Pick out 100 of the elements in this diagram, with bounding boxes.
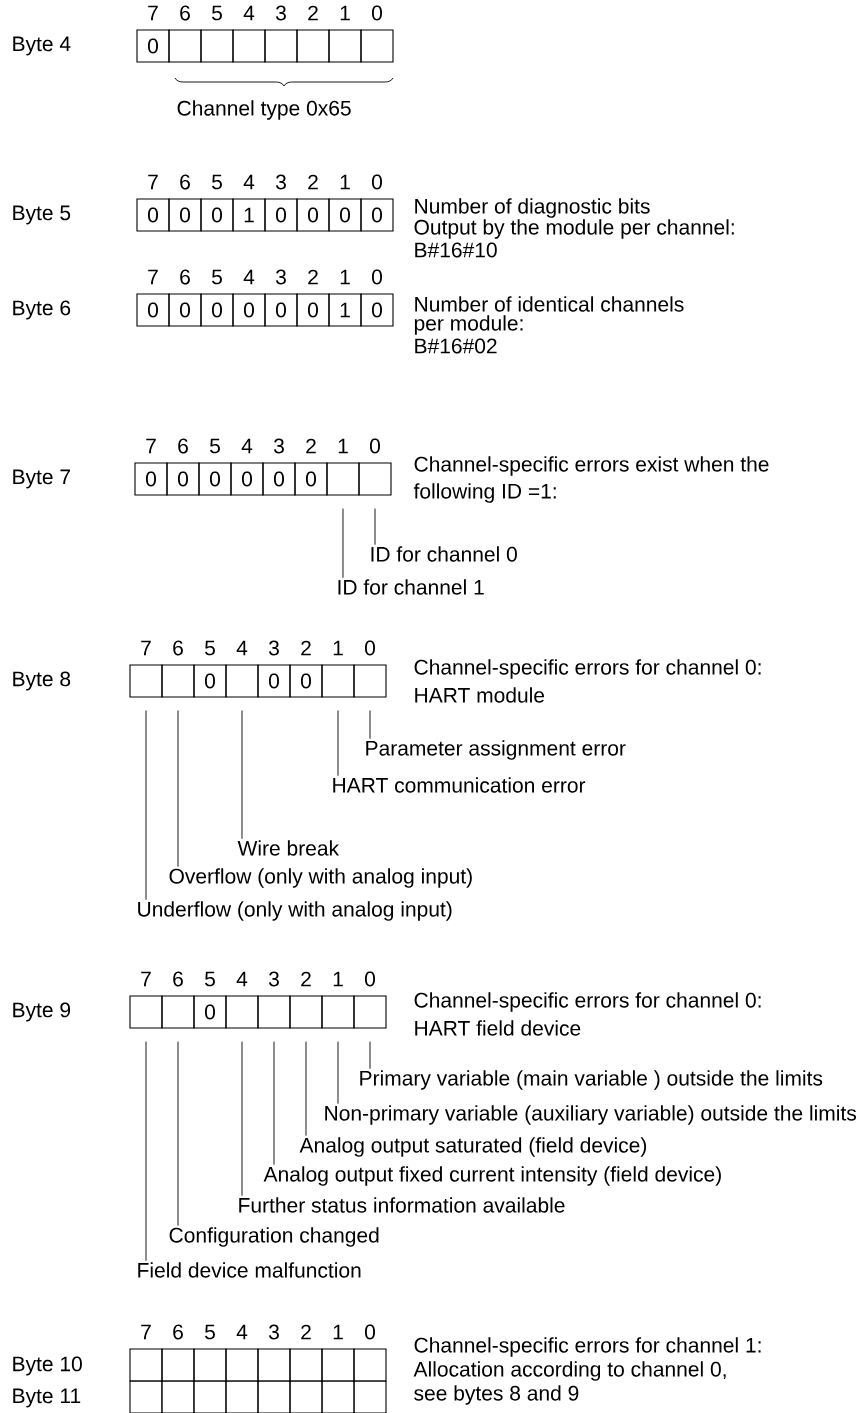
empty-bit-cell bbox=[257, 1348, 291, 1382]
empty-bit-cell bbox=[225, 664, 259, 698]
bit-number: 3 bbox=[275, 269, 286, 285]
bit-number: 2 bbox=[308, 269, 318, 285]
empty-bit-cell bbox=[326, 462, 360, 496]
empty-bit-cell bbox=[321, 1348, 355, 1382]
brace-label: Channel type 0x65 bbox=[177, 100, 351, 120]
bit-cell: 0 bbox=[296, 198, 330, 232]
empty-bit-cell bbox=[225, 1380, 259, 1413]
leader-line bbox=[337, 710, 339, 777]
leader-text: Configuration changed bbox=[169, 1227, 379, 1247]
empty-bit-cell bbox=[161, 1348, 195, 1382]
empty-bit-cell bbox=[168, 29, 202, 63]
bit-number: 6 bbox=[180, 5, 190, 21]
byte-label: Byte 4 bbox=[13, 36, 71, 56]
leader-line bbox=[305, 1041, 307, 1137]
byte-label: Byte 7 bbox=[13, 469, 70, 489]
description-text: Allocation according to channel 0, bbox=[413, 1361, 726, 1381]
empty-bit-cell bbox=[257, 995, 291, 1029]
bit-number: 1 bbox=[333, 971, 343, 987]
description-text: Channel-specific errors exist when the bbox=[414, 456, 769, 476]
bit-cell: 0 bbox=[264, 293, 298, 327]
leader-text: Overflow (only with analog input) bbox=[169, 868, 472, 888]
bit-number: 2 bbox=[308, 5, 318, 21]
bit-number: 7 bbox=[141, 640, 151, 656]
leader-line bbox=[369, 710, 371, 740]
bit-number: 7 bbox=[141, 971, 151, 987]
leader-line bbox=[145, 710, 147, 901]
empty-bit-cell bbox=[321, 995, 355, 1029]
leader-line bbox=[374, 508, 376, 546]
bit-number: 7 bbox=[148, 5, 158, 21]
bit-cell: 0 bbox=[136, 198, 170, 232]
bit-number: 2 bbox=[301, 1324, 311, 1340]
leader-line bbox=[145, 1041, 147, 1262]
bit-number: 0 bbox=[365, 1324, 375, 1340]
bit-cell: 0 bbox=[168, 198, 202, 232]
bit-number: 5 bbox=[210, 438, 220, 454]
empty-bit-cell bbox=[200, 29, 234, 63]
empty-bit-cell bbox=[321, 664, 355, 698]
bit-number: 6 bbox=[180, 269, 190, 285]
bit-number: 5 bbox=[205, 971, 215, 987]
bit-cell: 0 bbox=[136, 29, 170, 63]
bit-number: 4 bbox=[236, 971, 248, 987]
empty-bit-cell bbox=[129, 995, 163, 1029]
empty-bit-cell bbox=[289, 1348, 323, 1382]
leader-line bbox=[177, 710, 179, 868]
bit-cell: 0 bbox=[200, 293, 234, 327]
empty-bit-cell bbox=[296, 29, 330, 63]
bit-number: 5 bbox=[212, 5, 222, 21]
leader-line bbox=[369, 1041, 371, 1070]
bit-number: 3 bbox=[268, 640, 279, 656]
bit-number: 0 bbox=[372, 5, 382, 21]
bit-number: 6 bbox=[173, 640, 183, 656]
description-text: Number of identical channels bbox=[415, 296, 684, 312]
byte-label: Byte 8 bbox=[13, 671, 71, 691]
bit-cell: 0 bbox=[193, 664, 227, 698]
bit-number: 1 bbox=[340, 5, 350, 21]
byte-label: Byte 6 bbox=[13, 300, 71, 320]
description-text: B#16#10 bbox=[415, 242, 497, 258]
bit-number: 5 bbox=[212, 174, 222, 190]
empty-bit-cell bbox=[353, 664, 387, 698]
bit-number: 1 bbox=[333, 640, 343, 656]
empty-bit-cell bbox=[129, 664, 163, 698]
empty-bit-cell bbox=[161, 995, 195, 1029]
bit-number: 4 bbox=[243, 174, 255, 190]
empty-bit-cell bbox=[289, 1380, 323, 1413]
empty-bit-cell bbox=[161, 1380, 195, 1413]
empty-bit-cell bbox=[353, 1380, 387, 1413]
bit-cell: 0 bbox=[289, 664, 323, 698]
bit-cell: 1 bbox=[328, 293, 362, 327]
leader-line bbox=[342, 508, 344, 579]
bit-number: 2 bbox=[301, 971, 311, 987]
empty-bit-cell bbox=[360, 29, 394, 63]
leader-text: Parameter assignment error bbox=[366, 740, 626, 760]
byte-label: Byte 5 bbox=[13, 205, 71, 225]
bit-number: 4 bbox=[243, 5, 255, 21]
bit-cell: 0 bbox=[200, 198, 234, 232]
bit-number: 6 bbox=[173, 1324, 183, 1340]
bit-number: 7 bbox=[148, 269, 158, 285]
bit-cell: 0 bbox=[294, 462, 328, 496]
empty-bit-cell bbox=[264, 29, 298, 63]
bit-cell: 0 bbox=[262, 462, 296, 496]
leader-line bbox=[273, 1041, 275, 1166]
bit-cell: 0 bbox=[264, 198, 298, 232]
bit-cell: 0 bbox=[230, 462, 264, 496]
bit-number: 1 bbox=[333, 1324, 343, 1340]
description-text: Channel-specific errors for channel 1: bbox=[414, 1337, 761, 1357]
description-text: per module: bbox=[414, 315, 523, 335]
empty-bit-cell bbox=[161, 664, 195, 698]
bit-number: 0 bbox=[365, 640, 375, 656]
bit-number: 1 bbox=[340, 174, 350, 190]
description-text: Channel-specific errors for channel 0: bbox=[414, 659, 761, 679]
bit-number: 0 bbox=[369, 438, 380, 454]
bit-number: 4 bbox=[236, 1324, 248, 1340]
bit-number: 2 bbox=[308, 174, 318, 190]
bit-number: 5 bbox=[212, 269, 222, 285]
bit-cell: 0 bbox=[360, 198, 394, 232]
description-text: B#16#02 bbox=[415, 338, 497, 354]
leader-line bbox=[241, 1041, 243, 1197]
bit-number: 7 bbox=[146, 438, 156, 454]
